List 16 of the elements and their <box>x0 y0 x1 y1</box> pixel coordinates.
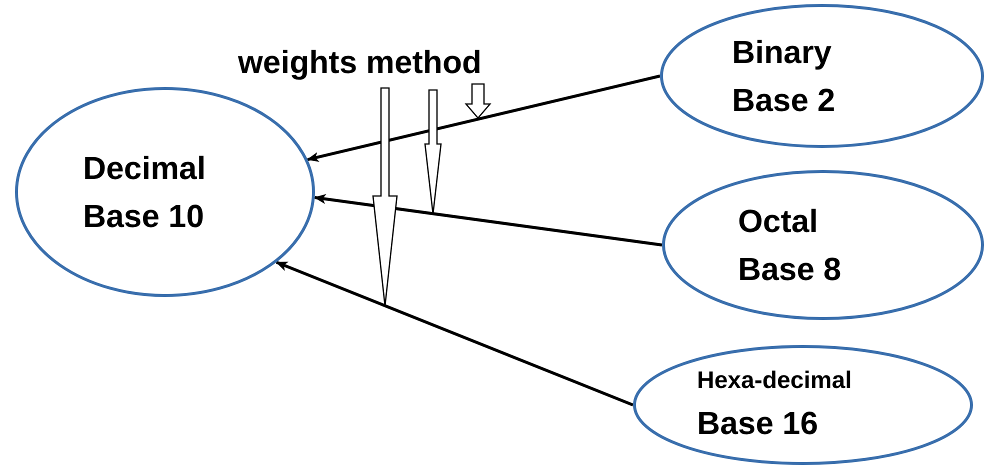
node-text: Octal <box>738 202 818 241</box>
base-ellipse <box>633 345 973 465</box>
arrow <box>314 194 662 246</box>
node-text: Decimal <box>83 149 206 188</box>
node-text: Base 8 <box>738 250 842 289</box>
node-text: Binary <box>732 33 832 72</box>
arrow <box>276 260 634 406</box>
arrow <box>306 74 660 162</box>
node-text: Base 2 <box>732 81 836 120</box>
base-ellipse <box>15 87 315 297</box>
annotation-label: weights method <box>238 44 482 81</box>
node-text: Hexa-decimal <box>697 366 852 396</box>
base-ellipse <box>660 4 984 148</box>
base-ellipse <box>662 170 984 320</box>
node-text: Base 16 <box>697 404 818 443</box>
node-text: Base 10 <box>83 197 204 236</box>
